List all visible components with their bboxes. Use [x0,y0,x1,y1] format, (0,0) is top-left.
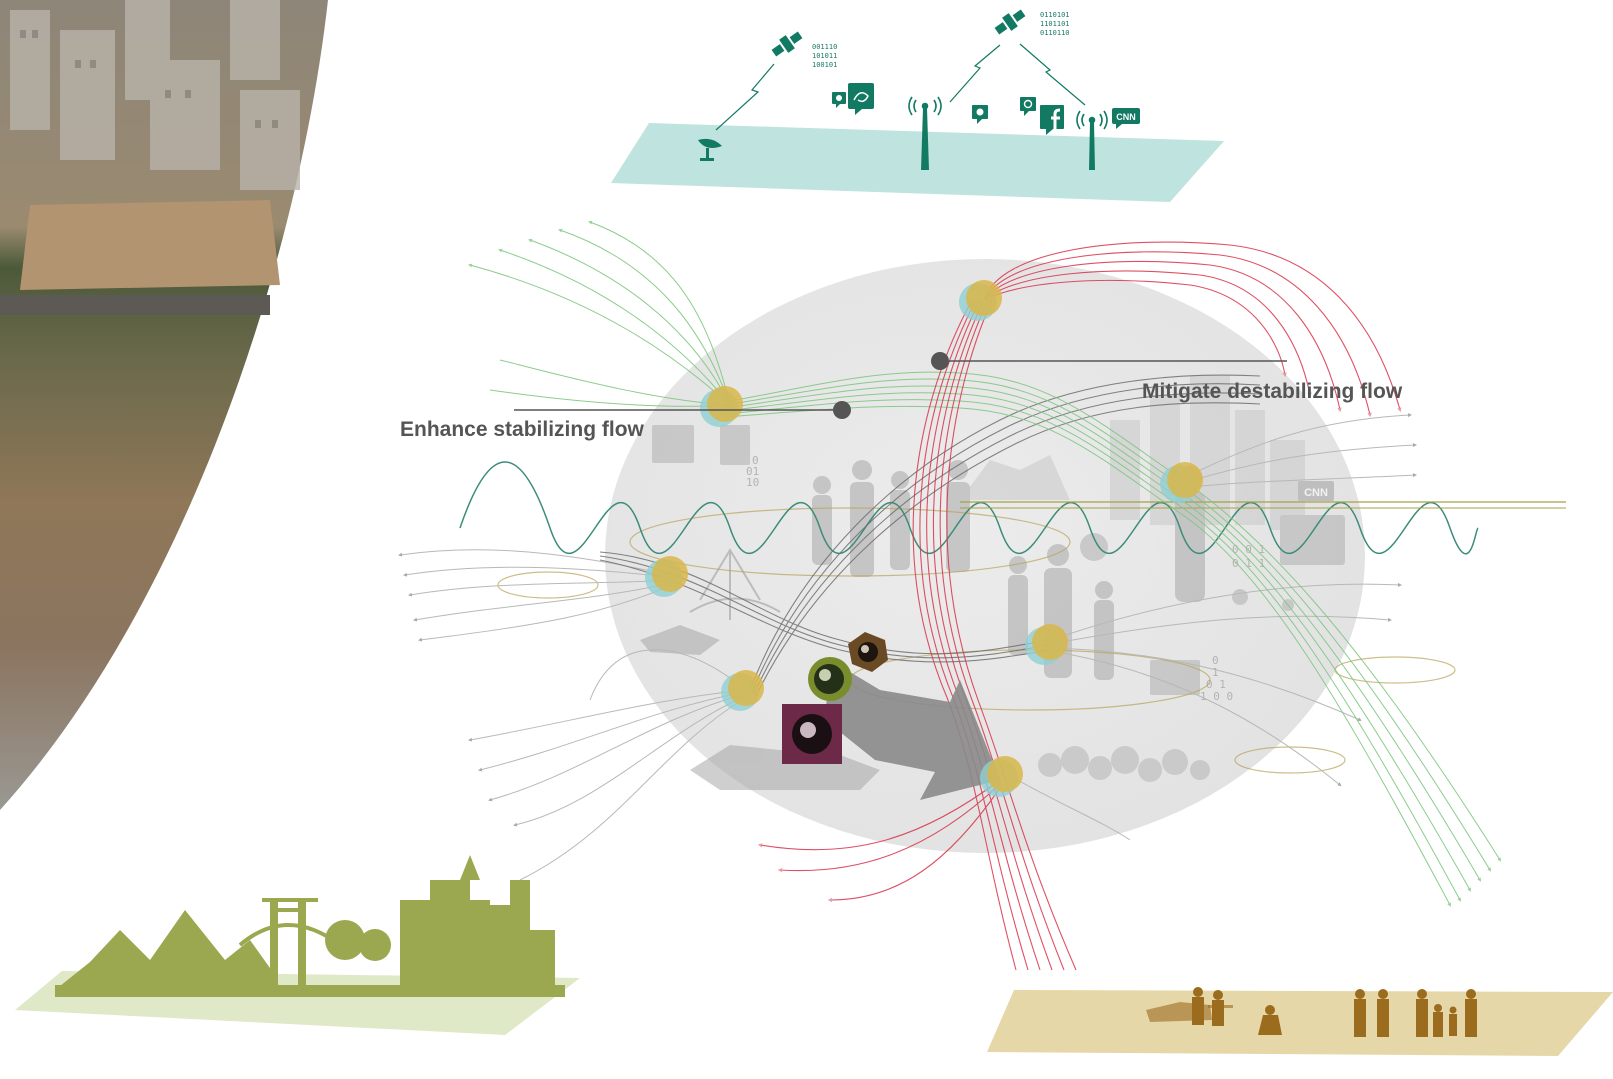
node [1025,624,1068,665]
twitter-icon [832,92,846,108]
binary-text: 100101 [812,61,837,69]
social-layer [987,987,1613,1056]
social-plane [987,990,1613,1056]
destabilizing-flow [757,241,1402,971]
binary-text: 0 0 1 [1232,543,1265,556]
cnn-icon: CNN [1112,108,1140,129]
twitter-icon [972,105,988,124]
binary-text: 001110 [812,43,837,51]
square-marker [782,704,842,764]
binary-text: 0 [752,454,759,467]
node [1160,462,1203,503]
binary-text: 0110110 [1040,29,1070,37]
node [980,756,1023,797]
green-circle-marker [808,657,852,701]
enhance-leader [514,401,851,419]
binary-text: 10 [746,476,759,489]
media-layer: 001110 101011 100101 0110101 1101101 011… [611,9,1224,202]
binary-text: 1 0 0 [1200,690,1233,703]
node [645,556,688,597]
node [721,670,764,711]
facebook-icon [1040,105,1064,135]
environment-layer [15,855,580,1035]
cnn-ghost-text: CNN [1304,487,1328,499]
binary-text: 1 [1212,666,1219,679]
satellite-dish-icon [698,138,722,161]
media-ghost-icons [652,425,1345,695]
radio-tower-icon [908,96,942,170]
satellite-icon [771,31,803,57]
radio-tower-icon [1076,110,1108,170]
hexagon-marker [848,632,888,672]
satellite-icon [994,9,1026,35]
social-silhouettes [1146,987,1477,1037]
enhance-stabilizing-flow-label: Enhance stabilizing flow [400,418,644,441]
binary-text: 1101101 [1040,20,1070,28]
node [959,280,1002,321]
binary-text: 101011 [812,52,837,60]
binary-text: 0 1 [1206,678,1226,691]
tree-silhouettes [1038,746,1210,782]
aerial-photo [0,0,328,810]
stabilizing-flow [468,220,1502,907]
binary-ghost-text: 0 01 10 0 0 1 0 1 1 0 1 0 1 1 0 0 [746,454,1265,703]
weibo-icon [1020,97,1036,116]
node [700,386,743,427]
cnn-ghost-logo: CNN [1298,481,1334,501]
environment-silhouette [55,855,565,997]
mitigate-destabilizing-flow-label: Mitigate destabilizing flow [1142,380,1403,403]
mitigate-leader [931,352,1287,370]
big-flow-arrow [825,660,1000,800]
intervention-markers [782,632,888,764]
flow-nodes [645,280,1203,797]
cnn-logo-text: CNN [1116,112,1136,122]
binary-text: 01 [746,465,759,478]
media-plane [611,123,1224,202]
aljazeera-icon [848,83,874,115]
binary-text: 0 [1212,654,1219,667]
oscillation-wave [459,461,1479,555]
binary-text: 0110101 [1040,11,1070,19]
